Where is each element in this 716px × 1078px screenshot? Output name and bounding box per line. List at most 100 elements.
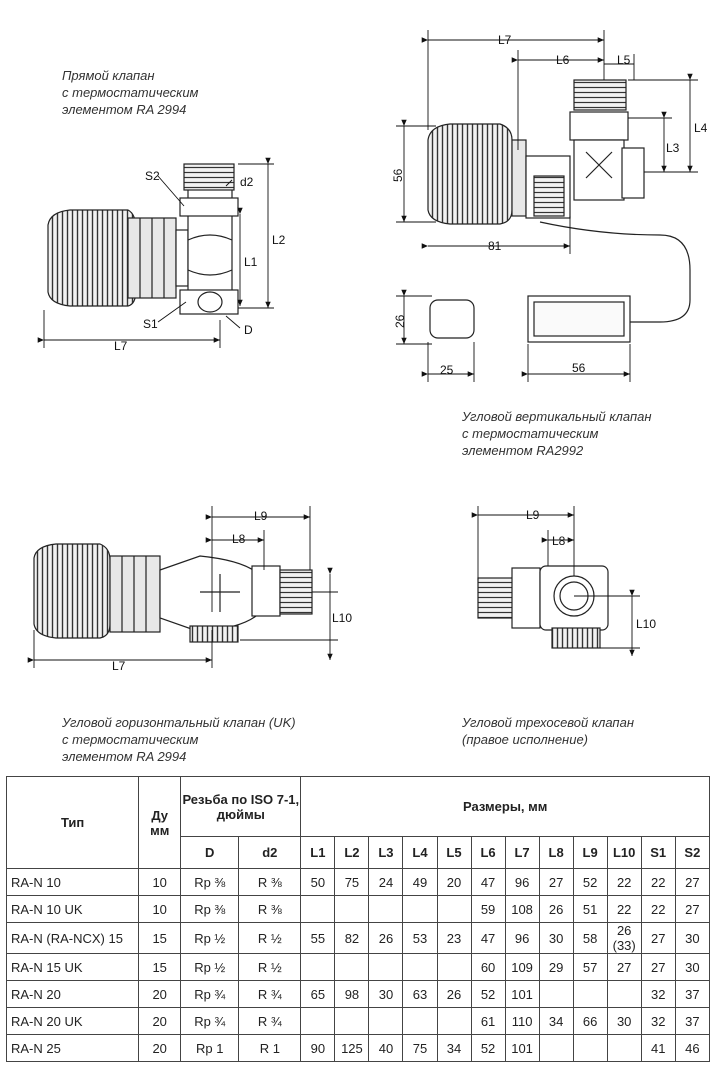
label-l10: L10 xyxy=(332,611,352,625)
cell-value: 65 xyxy=(300,980,336,1008)
header-s1: S1 xyxy=(640,836,676,869)
cell-value: 37 xyxy=(674,980,711,1008)
label-56-horizontal: 56 xyxy=(572,361,586,375)
label-d: D xyxy=(244,323,253,337)
cell-value: 32 xyxy=(640,980,676,1008)
cell-value: 30 xyxy=(368,980,404,1008)
cell-value: 27 xyxy=(674,895,711,923)
cell-value: 22 xyxy=(640,868,676,896)
cell-D: Rp ½ xyxy=(180,953,240,981)
label-l4: L4 xyxy=(694,121,708,135)
cell-type: RA-N (RA-NCX) 15 xyxy=(5,922,140,954)
header-thread: Резьба по ISO 7-1, дюймы xyxy=(180,776,302,837)
cell-du: 20 xyxy=(138,1034,182,1062)
caption-line: с термостатическим xyxy=(462,426,599,441)
cell-d2: R ½ xyxy=(238,922,302,954)
caption-line: с термостатическим xyxy=(62,85,199,100)
cell-value: 27 xyxy=(640,922,676,954)
cell-value xyxy=(436,1007,472,1035)
cell-value: 55 xyxy=(300,922,336,954)
angle-horizontal-valve-dimensions xyxy=(27,506,338,668)
cell-value: 30 xyxy=(674,922,711,954)
label-l9: L9 xyxy=(254,509,268,523)
cell-du: 15 xyxy=(138,953,182,981)
cell-value: 32 xyxy=(640,1007,676,1035)
cell-value: 23 xyxy=(436,922,472,954)
cell-value: 52 xyxy=(470,1034,506,1062)
cell-value: 57 xyxy=(572,953,608,981)
header-l9: L9 xyxy=(572,836,608,869)
cell-value: 20 xyxy=(436,868,472,896)
cell-value xyxy=(402,1007,438,1035)
cell-d2: R ⅜ xyxy=(238,868,302,896)
cell-value: 96 xyxy=(504,922,540,954)
cell-D: Rp ⅜ xyxy=(180,895,240,923)
header-l3: L3 xyxy=(368,836,404,869)
cell-value: 101 xyxy=(504,1034,540,1062)
cell-value: 47 xyxy=(470,868,506,896)
cell-type: RA-N 20 UK xyxy=(5,1007,140,1035)
label-l1: L1 xyxy=(244,255,258,269)
caption-line: Прямой клапан xyxy=(62,68,155,83)
cell-value: 27 xyxy=(606,953,642,981)
label-l7: L7 xyxy=(114,339,128,353)
technical-drawings: S2 d2 L2 L1 S1 D L7 xyxy=(27,30,708,673)
cell-value: 51 xyxy=(572,895,608,923)
cell-value xyxy=(402,953,438,981)
cell-value xyxy=(300,953,336,981)
cell-value: 40 xyxy=(368,1034,404,1062)
header-du-unit: мм xyxy=(150,822,170,838)
header-l10: L10 xyxy=(606,836,642,869)
cell-value: 110 xyxy=(504,1007,540,1035)
cell-value: 22 xyxy=(606,895,642,923)
cell-value: 27 xyxy=(674,868,711,896)
cell-value: 96 xyxy=(504,868,540,896)
label-l10-right: L10 xyxy=(636,617,656,631)
cell-D: Rp ⅜ xyxy=(180,868,240,896)
cell-value xyxy=(436,953,472,981)
cell-value: 82 xyxy=(334,922,370,954)
label-56-vertical: 56 xyxy=(391,168,405,182)
cell-value: 66 xyxy=(572,1007,608,1035)
cell-value xyxy=(334,953,370,981)
cell-value: 60 xyxy=(470,953,506,981)
header-l4: L4 xyxy=(402,836,438,869)
cell-value: 41 xyxy=(640,1034,676,1062)
angle-vertical-valve-drawing xyxy=(427,79,691,343)
cell-du: 15 xyxy=(138,922,182,954)
cell-value: 22 xyxy=(640,895,676,923)
cell-value: 49 xyxy=(402,868,438,896)
cell-du: 10 xyxy=(138,868,182,896)
cell-du: 20 xyxy=(138,980,182,1008)
cell-value xyxy=(402,895,438,923)
label-l2: L2 xyxy=(272,233,286,247)
caption-line: элементом RA 2994 xyxy=(62,749,187,764)
cell-value: 101 xyxy=(504,980,540,1008)
cell-value: 34 xyxy=(436,1034,472,1062)
header-l1: L1 xyxy=(300,836,336,869)
header-l2: L2 xyxy=(334,836,370,869)
cell-d2: R ⅜ xyxy=(238,895,302,923)
cell-value: 59 xyxy=(470,895,506,923)
cell-value xyxy=(572,980,608,1008)
label-l7-top: L7 xyxy=(498,33,512,47)
header-type: Тип xyxy=(5,776,140,869)
label-l3: L3 xyxy=(666,141,680,155)
label-l8: L8 xyxy=(232,532,246,546)
cell-value: 90 xyxy=(300,1034,336,1062)
label-25: 25 xyxy=(440,363,454,377)
cell-value: 50 xyxy=(300,868,336,896)
cell-value: 125 xyxy=(334,1034,370,1062)
cell-value: 29 xyxy=(538,953,574,981)
cell-value: 34 xyxy=(538,1007,574,1035)
cell-value xyxy=(334,1007,370,1035)
cell-value xyxy=(368,953,404,981)
header-s2: S2 xyxy=(674,836,711,869)
cell-value xyxy=(368,1007,404,1035)
header-l6: L6 xyxy=(470,836,506,869)
